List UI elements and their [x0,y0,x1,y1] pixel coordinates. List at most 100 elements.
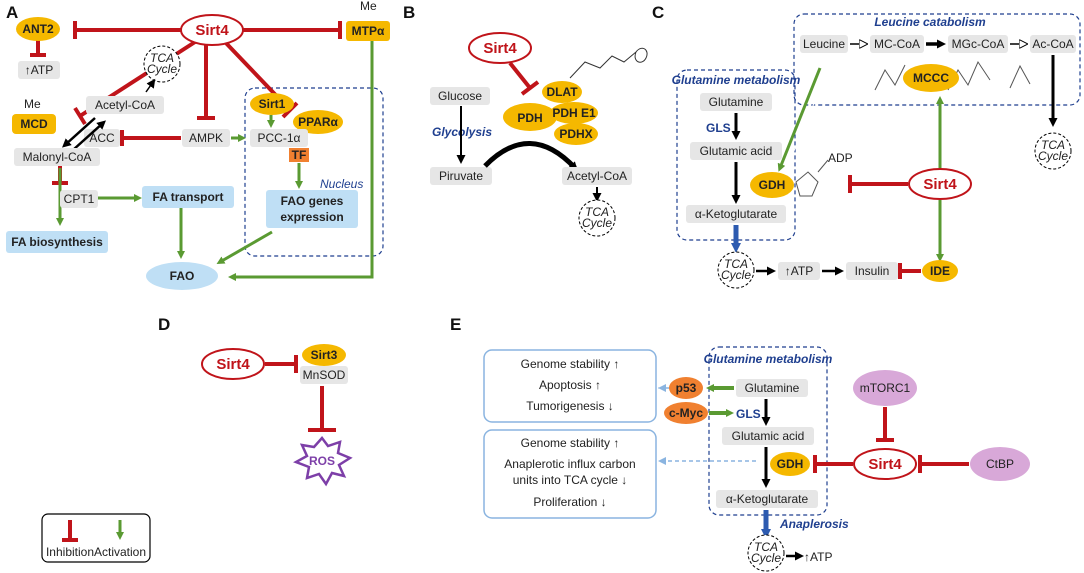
legend-activation-label: Activation [94,545,146,559]
tca-cycle-c [717,251,755,289]
inhibition-lines-e [813,407,969,473]
mccoa-box [870,35,924,53]
inhibition-lines-d [265,355,336,432]
acetyl-coa-label-a: Acetyl-CoA [95,98,155,112]
legend-inhibition-symbol [62,520,78,542]
sirt4-node-b [468,32,532,64]
cpt1-label: CPT1 [64,192,95,206]
sirt3-label: Sirt3 [311,348,338,362]
green-arrows-c [777,67,944,262]
leucine-gdh-highlight [785,69,829,171]
me-label-mtp: Me [360,0,377,13]
fa-biosynthesis-box [6,231,108,253]
piruvate-box [430,167,492,185]
cpt1-box [60,190,98,208]
tca-label-b: TCA [585,205,609,219]
leucine-box [800,35,848,53]
tca-label-c: TCA [724,257,748,271]
mgccoa-label: MGc-CoA [952,37,1005,51]
cmyc-node [664,402,708,424]
fao-node [146,262,218,290]
acetyl-coa-box-b [562,167,632,185]
panel-label-a: A [6,3,18,22]
sirt4-node-c [908,168,972,200]
mtorc1-label: mTORC1 [860,381,911,395]
glutamine-label-c: Glutamine [709,95,764,109]
nucleus-box [244,87,384,257]
glutamine-box-c [700,93,772,111]
glutamine-metabolism-box-c [676,69,796,241]
glutamic-box-c [690,142,782,160]
mcd-label: MCD [20,117,48,131]
mccoa-label: MC-CoA [874,37,920,51]
mtorc1-node [853,370,917,406]
cycle-label-c-right: Cycle [1038,149,1068,163]
sirt4-label-b: Sirt4 [483,40,517,57]
akg-box-e [716,490,818,508]
mcd-node [12,114,56,134]
outcome-2-line-2: Anaplerotic influx carbon [504,457,635,471]
sirt4-node-e [853,448,917,480]
tca-cycle-c-right [1034,132,1072,170]
gdh-label-e: GDH [777,457,804,471]
malonyl-coa-box [14,148,100,166]
leucine-catabolism-label: Leucine catabolism [874,15,986,29]
sirt4-label-c: Sirt4 [923,176,957,193]
pdhe1-node [550,102,598,124]
pcc-label: PCC-1α [258,131,301,145]
dlat-node [542,81,582,103]
fa-biosynthesis-label: FA biosynthesis [11,235,103,249]
ctbp-node [970,447,1030,481]
arrow-acetyl-malonyl [62,117,96,148]
sirt1-label: Sirt1 [259,97,286,111]
cycle-label-a: Cycle [147,62,177,76]
panel-label-d: D [158,315,170,334]
lipoyl-structure-icon [569,47,648,79]
mtp-node [346,21,390,41]
arrow-malonyl-acetyl [72,120,106,151]
green-arrows-e [706,384,734,417]
sirt4-label-a: Sirt4 [195,22,229,39]
fao-genes-label-1: FAO genes [281,194,344,208]
glutamic-label-e: Glutamic acid [732,429,805,443]
gls-label-e: GLS [736,407,761,421]
gdh-node-e [770,452,810,476]
tf-box [289,148,309,162]
legend-inhibition-label: Inhibition [46,545,94,559]
panel-label-b: B [403,3,415,22]
fao-genes-label-2: expression [280,210,343,224]
pdh-node [503,103,557,131]
glutamine-metabolism-label-e: Glutamine metabolism [704,352,833,366]
p53-label: p53 [676,381,697,395]
ppar-label: PPARα [298,115,338,129]
glycolysis-label: Glycolysis [432,125,492,139]
glucose-label: Glucose [438,89,482,103]
outcome-2-line-1: Genome stability ↑ [521,436,620,450]
mccc-node [903,64,959,92]
nucleus-label: Nucleus [320,177,363,191]
ide-label: IDE [930,264,950,278]
atp-label-a: ↑ATP [25,63,53,77]
panel-label-e: E [450,315,461,334]
glutamic-box-e [722,427,814,445]
tca-cycle-e [747,534,785,572]
arrow-acetyl-tca [145,78,156,93]
cycle-label-e: Cycle [751,551,781,565]
sirt4-inhibition-c [848,175,921,279]
mtp-label: MTPα [352,24,385,38]
ant2-label: ANT2 [22,22,54,36]
outcome-2-line-3: units into TCA cycle ↓ [513,473,628,487]
ide-node [922,260,958,282]
pdh-label: PDH [517,111,542,125]
p53-node [669,377,703,399]
tf-label: TF [292,148,307,162]
tca-cycle-a [143,45,181,83]
acc-label: ACC [89,131,115,145]
outcome-1-line-2: Apoptosis ↑ [539,378,601,392]
accoa-label: Ac-CoA [1032,37,1073,51]
tca-label-e: TCA [754,540,778,554]
akg-label-e: α-Ketoglutarate [726,492,809,506]
atp-box-c [778,262,820,280]
